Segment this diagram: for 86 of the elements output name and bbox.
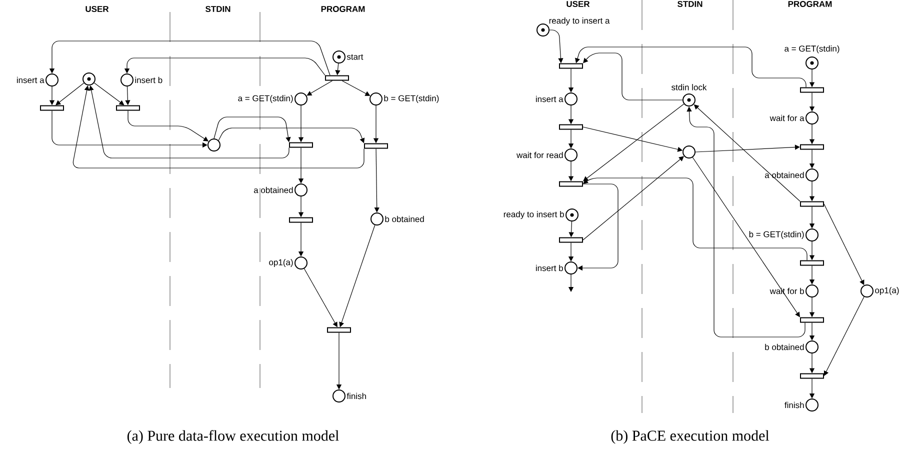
transition-bar: [800, 87, 824, 93]
marked-place-circle: [332, 50, 346, 64]
place-label: finish: [346, 392, 366, 400]
transition-bar: [289, 217, 313, 223]
place-label: a obtained: [764, 172, 804, 178]
place-circle: [370, 92, 382, 106]
marked-place-circle: [82, 72, 96, 86]
transition-bar: [559, 124, 583, 130]
place-label: a = GET(stdin): [784, 45, 840, 54]
marked-place-circle: [566, 208, 578, 222]
arrow: [583, 178, 808, 261]
transition-bar: [800, 201, 824, 207]
place-label: a = GET(stdin): [238, 95, 293, 103]
place-label: start: [346, 54, 364, 60]
transition-bar: [800, 317, 824, 323]
place-label: stdin lock: [672, 84, 707, 90]
arrow: [583, 52, 683, 100]
place-label: b obtained: [765, 344, 804, 350]
place-circle: [806, 228, 818, 242]
place-circle: [294, 92, 308, 106]
place-circle: [564, 262, 578, 274]
transition-bar: [800, 373, 824, 379]
arrow: [686, 106, 806, 338]
caption: (b) PaCE execution model: [611, 430, 770, 444]
transition-bar: [40, 105, 64, 111]
lane-heading: USER: [86, 6, 109, 12]
place-label: op1(a): [875, 287, 899, 295]
place-label: b = GET(stdin): [384, 95, 439, 103]
place-circle: [806, 112, 818, 124]
place-circle: [860, 284, 874, 298]
place-label: wait for read: [516, 152, 563, 158]
place-label: insert b: [536, 264, 563, 272]
place-circle: [294, 256, 308, 270]
transition-bar: [559, 63, 583, 69]
arrow: [374, 148, 380, 212]
arrow: [94, 82, 124, 106]
place-label: b obtained: [385, 216, 424, 222]
place-circle: [208, 138, 220, 152]
place-label: finish: [784, 402, 804, 408]
transition-bar: [559, 181, 583, 187]
place-label: ready to insert b: [504, 211, 564, 219]
place-circle: [806, 398, 818, 412]
place-circle: [682, 146, 696, 158]
place-label: insert a: [536, 96, 564, 102]
caption: (a) Pure data-flow execution model: [127, 430, 339, 444]
lane-heading: PROGRAM: [321, 6, 365, 12]
lane-heading: USER: [566, 1, 590, 7]
arrow: [582, 156, 684, 240]
marked-place-circle: [806, 56, 818, 70]
arrow: [583, 104, 684, 182]
lane-heading: STDIN: [678, 1, 702, 7]
transition-bar: [116, 105, 140, 111]
place-label: a obtained: [254, 186, 293, 194]
arrow: [578, 184, 618, 271]
transition-bar: [800, 144, 824, 150]
lane-heading: PROGRAM: [788, 1, 832, 7]
arrow: [695, 144, 800, 152]
arrow: [306, 80, 333, 96]
place-label: insert b: [135, 76, 162, 84]
place-circle: [370, 212, 384, 226]
marked-place-circle: [682, 94, 696, 106]
transition-bar: [559, 237, 583, 243]
place-circle: [120, 74, 134, 86]
place-label: ready to insert a: [549, 17, 610, 26]
marked-place-circle: [536, 24, 550, 36]
place-label: wait for a: [770, 114, 804, 122]
place-circle: [806, 340, 818, 354]
place-circle: [564, 92, 578, 106]
transition-bar: [289, 142, 313, 148]
place-label: b = GET(stdin): [749, 231, 804, 239]
place-label: op1(a): [269, 259, 293, 267]
transition-bar: [325, 75, 349, 81]
arrow: [824, 296, 864, 376]
place-circle: [806, 284, 818, 298]
place-circle: [46, 74, 58, 86]
arrow: [575, 46, 806, 88]
transition-bar: [364, 143, 388, 149]
place-label: insert a: [17, 76, 44, 84]
place-circle: [564, 148, 578, 162]
place-circle: [294, 184, 308, 196]
arrow: [56, 82, 84, 106]
place-circle: [332, 390, 346, 402]
transition-bar: [800, 260, 824, 266]
lane-heading: STDIN: [206, 6, 230, 12]
place-circle: [806, 168, 818, 182]
transition-bar: [327, 327, 351, 333]
